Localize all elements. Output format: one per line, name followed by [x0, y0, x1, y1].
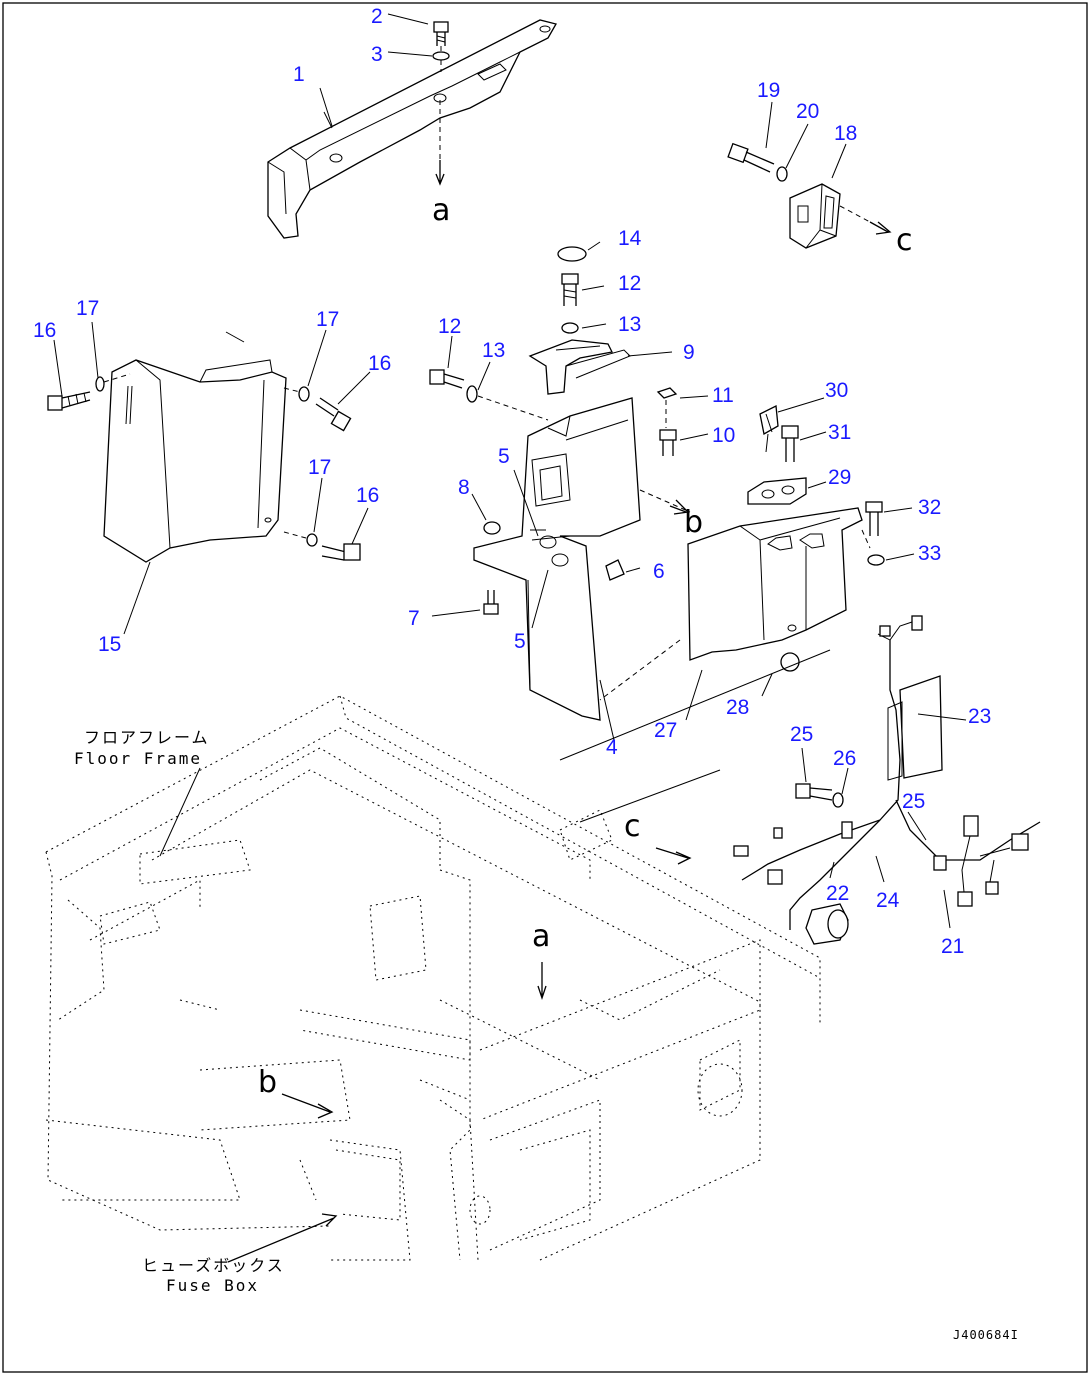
part-6-clip — [605, 559, 625, 581]
part-21-harness — [733, 615, 1041, 945]
part-2-bolt — [433, 21, 449, 46]
ref-a-top: a — [432, 193, 451, 228]
ref-b-right: b — [684, 505, 704, 540]
callout-15: 15 — [98, 633, 122, 656]
callout-25-right: 25 — [902, 790, 926, 813]
callout-8: 8 — [458, 476, 470, 499]
callout-5-bottom: 5 — [514, 630, 526, 653]
ref-c-frame: c — [624, 809, 641, 844]
ref-a-frame: a — [532, 919, 551, 954]
callout-12-top: 12 — [618, 272, 642, 295]
part-31-screw — [781, 425, 827, 462]
fuse-box-label-jp: ヒューズボックス — [142, 1256, 285, 1275]
fuse-box-label-en: Fuse Box — [166, 1276, 260, 1295]
callout-5-top: 5 — [498, 445, 510, 468]
part-14-cap — [557, 246, 587, 262]
callout-30: 30 — [825, 379, 849, 402]
callout-10: 10 — [712, 424, 736, 447]
callout-16-left: 16 — [33, 319, 57, 342]
part-16-bolt-left — [47, 391, 91, 411]
callout-32: 32 — [918, 496, 942, 519]
part-19-bolt — [727, 142, 775, 173]
callout-13-top: 13 — [618, 313, 642, 336]
part-13-washer-top — [561, 322, 579, 334]
callout-7: 7 — [408, 607, 420, 630]
floor-frame-label-en: Floor Frame — [74, 749, 202, 768]
callout-12-left: 12 — [438, 315, 462, 338]
ref-c-top: c — [896, 223, 913, 258]
callout-31: 31 — [828, 421, 852, 444]
part-17-washer-mid — [298, 386, 310, 402]
part-13-washer-left — [466, 385, 478, 403]
callout-20: 20 — [796, 100, 820, 123]
part-12-bolt-top — [561, 273, 579, 306]
callout-17-mid: 17 — [316, 308, 340, 331]
callout-1: 1 — [293, 63, 305, 86]
part-30-grommet — [759, 397, 825, 453]
callout-16-low: 16 — [356, 484, 380, 507]
part-25-bolt — [795, 747, 833, 801]
part-9-bracket — [528, 339, 673, 395]
part-15-cover — [103, 331, 287, 635]
callout-29: 29 — [828, 466, 852, 489]
part-3-washer — [432, 51, 450, 61]
part-17-washer-left — [95, 376, 105, 392]
callout-28: 28 — [726, 696, 750, 719]
callout-17-left: 17 — [76, 297, 100, 320]
part-18-switch — [789, 183, 892, 249]
callout-17-low: 17 — [308, 456, 332, 479]
part-17-washer-low — [306, 533, 318, 547]
callout-2: 2 — [371, 5, 383, 28]
callout-16-mid: 16 — [368, 352, 392, 375]
part-27-cover — [685, 507, 863, 721]
callout-21: 21 — [941, 935, 965, 958]
drawing-code: J400684I — [953, 1328, 1019, 1342]
callout-26: 26 — [833, 747, 857, 770]
part-1-bracket — [267, 19, 557, 239]
callout-24: 24 — [876, 889, 900, 912]
callout-18: 18 — [834, 122, 858, 145]
part-7-bolt — [483, 590, 499, 615]
callout-11: 11 — [712, 384, 734, 407]
callout-33: 33 — [918, 542, 942, 565]
part-10-bolt — [659, 429, 677, 456]
callout-3: 3 — [371, 43, 383, 66]
part-26-washer — [832, 792, 844, 808]
part-33-washer — [867, 554, 885, 566]
ref-b-frame: b — [258, 1065, 278, 1100]
part-8-washer — [483, 521, 501, 535]
part-11-nut — [656, 387, 678, 399]
part-28-nut — [780, 652, 800, 672]
callout-13-left: 13 — [482, 339, 506, 362]
floor-frame-label-jp: フロアフレーム — [84, 728, 210, 747]
part-16-bolt-low — [321, 543, 361, 561]
callout-4: 4 — [606, 736, 618, 759]
callout-25-left: 25 — [790, 723, 814, 746]
part-12-bolt-left — [429, 369, 465, 389]
callout-23: 23 — [968, 705, 992, 728]
part-32-bolt — [865, 501, 913, 536]
callout-9: 9 — [683, 341, 695, 364]
part-16-bolt-mid — [315, 397, 352, 432]
callout-14: 14 — [618, 227, 642, 250]
part-29-plate — [747, 477, 827, 505]
floor-frame — [45, 695, 821, 1261]
callout-27: 27 — [654, 719, 678, 742]
callout-19: 19 — [757, 79, 781, 102]
callout-22: 22 — [826, 882, 850, 905]
callout-6: 6 — [653, 560, 665, 583]
part-20-washer — [776, 166, 788, 182]
part-23-clamp — [887, 675, 967, 781]
part-4-bracket — [473, 397, 691, 741]
